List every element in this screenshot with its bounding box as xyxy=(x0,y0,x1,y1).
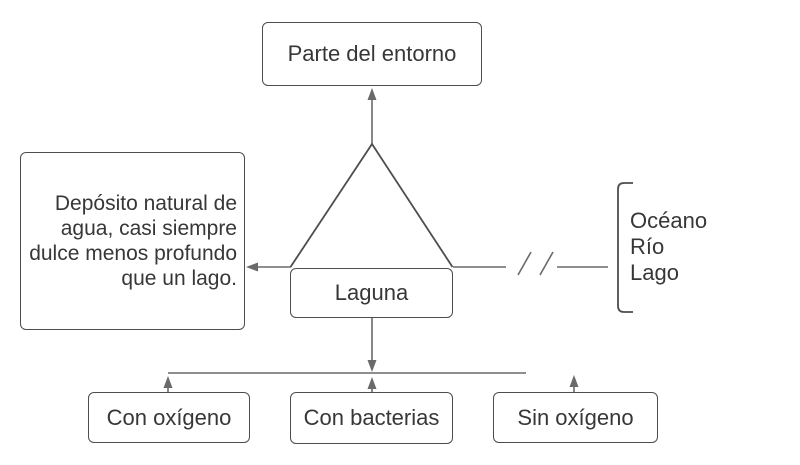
node-label: Sin oxígeno xyxy=(517,404,634,430)
node-label: Con bacterias xyxy=(303,405,440,430)
break-slash-2 xyxy=(539,251,554,276)
break-slash-1 xyxy=(517,251,532,276)
definition-line: Depósito natural de xyxy=(54,192,237,215)
arrowhead-left-icon xyxy=(246,262,258,272)
similar-item: Océano xyxy=(630,208,708,233)
node-laguna: Laguna xyxy=(290,268,453,318)
similar-item: Río xyxy=(630,234,665,259)
arrowhead-up-icon xyxy=(367,88,377,100)
arrowhead-up-con-oxigeno-icon xyxy=(163,376,173,388)
definition-line: agua, casi siempre xyxy=(60,217,237,240)
definition-line: que un lago. xyxy=(121,267,237,290)
arrowhead-up-con-bacterias-icon xyxy=(367,377,377,389)
node-sin-oxigeno: Sin oxígeno xyxy=(493,392,658,443)
arrowhead-down-icon xyxy=(367,360,377,372)
definition-text: Depósito natural de agua, casi siempre d… xyxy=(28,191,237,291)
node-label: Parte del entorno xyxy=(287,41,457,66)
node-con-oxigeno: Con oxígeno xyxy=(88,392,250,443)
node-label: Con oxígeno xyxy=(106,404,232,430)
similar-item: Lago xyxy=(630,260,679,285)
arrowhead-up-sin-oxigeno-icon xyxy=(569,375,579,387)
triangle-shape xyxy=(289,142,454,268)
node-parte-del-entorno: Parte del entorno xyxy=(262,22,482,86)
node-label: Laguna xyxy=(334,280,409,305)
definition-line: dulce menos profundo xyxy=(29,242,237,265)
node-definition: Depósito natural de agua, casi siempre d… xyxy=(20,152,245,330)
node-con-bacterias: Con bacterias xyxy=(290,392,453,444)
list-similar-water-bodies: Océano Río Lago xyxy=(630,208,707,286)
bracket-shape xyxy=(617,182,633,313)
